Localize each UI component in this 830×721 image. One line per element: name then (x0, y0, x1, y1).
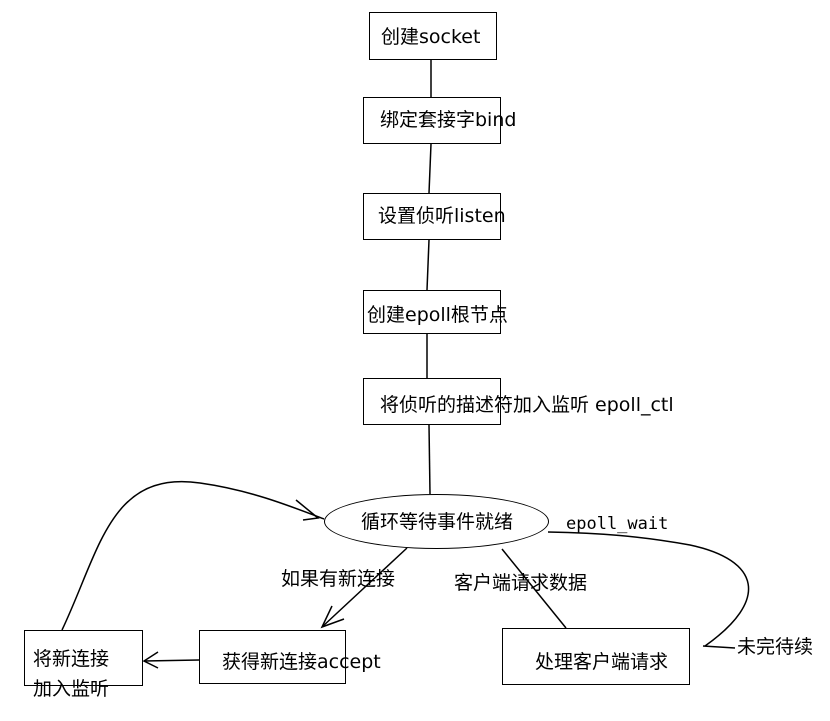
create-socket-box (369, 12, 497, 60)
epoll-wait-label: epoll_wait (566, 514, 669, 534)
add-new-conn-label-line1: 将新连接 (33, 648, 110, 670)
add-listen-fd-label: 将侦听的描述符加入监听 epoll_ctl (380, 394, 674, 416)
handle-request-box (502, 628, 690, 685)
edge-accept-addconn (143, 659, 200, 662)
add-listen-fd-box (363, 378, 501, 425)
edge-wait-handle (501, 548, 567, 629)
add-new-conn-label-line2: 加入监听 (33, 678, 110, 700)
edge-addconn-loop (61, 480, 325, 631)
arrowhead-loop (295, 499, 320, 521)
create-socket-label: 创建socket (381, 26, 481, 48)
wait-events-ellipse (324, 494, 549, 549)
accept-box (199, 630, 346, 684)
accept-label: 获得新连接accept (222, 651, 381, 673)
create-epoll-label: 创建epoll根节点 (367, 304, 508, 326)
create-epoll-box (363, 290, 501, 334)
edge-ctl-wait (428, 424, 431, 495)
bind-box (363, 97, 501, 144)
client-data-label: 客户端请求数据 (454, 572, 588, 594)
edge-bind-listen (428, 143, 432, 194)
bind-label: 绑定套接字bind (380, 109, 517, 131)
edge-wait-accept (321, 547, 408, 628)
edge-handle-loop (547, 531, 750, 647)
arrowhead-accept (320, 605, 345, 629)
listen-label: 设置侦听listen (378, 205, 506, 227)
handle-request-label: 处理客户端请求 (535, 651, 669, 673)
edge-unfinished-pointer (702, 645, 736, 649)
new-connection-label: 如果有新连接 (281, 568, 396, 590)
add-new-conn-box (24, 630, 143, 686)
edge-listen-epoll (426, 239, 430, 291)
arrowhead-addconn (142, 651, 159, 669)
listen-box (363, 193, 501, 240)
wait-events-label: 循环等待事件就绪 (361, 511, 514, 533)
unfinished-label: 未完待续 (737, 636, 814, 658)
